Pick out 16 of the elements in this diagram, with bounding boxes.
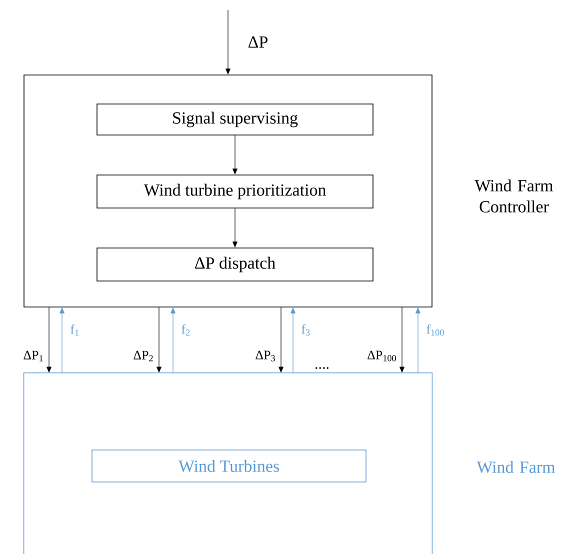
box-heading: Wind Farm (476, 460, 556, 473)
edge-label: ΔP$_{100}$ (368, 350, 396, 362)
edge-label: ΔP$_{2}$ (134, 350, 153, 362)
box-heading: Wind Farm Controller (474, 180, 554, 212)
edge-label: ΔP (248, 36, 268, 48)
process-box: Wind Turbines (92, 450, 366, 482)
edge-label: f$_{100}$ (426, 324, 444, 336)
ellipsis-label: .... (316, 367, 328, 369)
process-box: Signal supervising (96, 104, 374, 136)
edge-label: ΔP$_{1}$ (24, 350, 43, 362)
process-box: Wind turbine prioritization (96, 174, 374, 208)
process-box: ΔP dispatch (96, 248, 374, 282)
edge-label: f$_{2}$ (182, 324, 190, 336)
edge-label: f$_{3}$ (302, 324, 310, 336)
edge-label: ΔP$_{3}$ (256, 350, 275, 362)
edge-label: f$_{1}$ (70, 324, 79, 336)
